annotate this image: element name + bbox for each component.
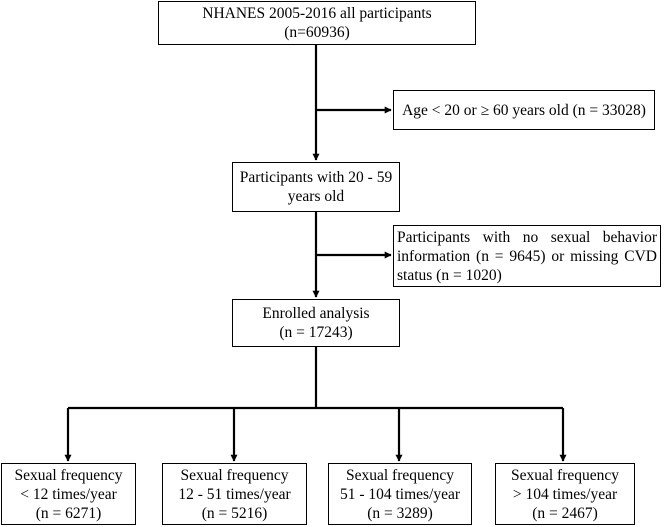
box-line: < 12 times/year — [20, 485, 117, 503]
box-line: Participants with 20 - 59 — [239, 169, 393, 186]
box-line: Sexual frequency — [345, 466, 455, 484]
box-line: information (n = 9645) or missing CVD — [397, 247, 657, 265]
box-group-3: Sexual frequency 51 - 104 times/year (n … — [328, 463, 472, 525]
box-line: Sexual frequency — [180, 466, 289, 484]
box-age-20-59: Participants with 20 - 59 years old — [232, 162, 400, 212]
box-group-1: Sexual frequency < 12 times/year (n = 62… — [1, 463, 136, 525]
box-line: 51 - 104 times/year — [339, 485, 461, 503]
box-line: (n = 2467) — [532, 504, 598, 522]
box-exclusion-sexual-behavior-cvd: Participants with no sexual behavior inf… — [393, 225, 661, 287]
box-line: 12 - 51 times/year — [178, 485, 291, 503]
box-enrolled-analysis: Enrolled analysis (n = 17243) — [232, 299, 400, 347]
box-line: Enrolled analysis — [262, 305, 370, 322]
box-line: (n=60936) — [284, 24, 350, 41]
box-line: Age < 20 or ≥ 60 years old (n = 33028) — [402, 101, 646, 119]
box-line: NHANES 2005-2016 all participants — [202, 5, 432, 22]
box-line: years old — [287, 188, 345, 205]
box-line: (n = 3289) — [367, 504, 433, 522]
box-line: (n = 17243) — [279, 324, 353, 341]
box-line: (n = 5216) — [201, 504, 268, 522]
box-exclusion-age: Age < 20 or ≥ 60 years old (n = 33028) — [393, 90, 655, 130]
box-group-4: Sexual frequency > 104 times/year (n = 2… — [495, 463, 635, 525]
box-line: (n = 6271) — [35, 504, 102, 522]
box-line: Sexual frequency — [14, 466, 123, 484]
box-line: status (n = 1020) — [397, 266, 502, 284]
box-line: Participants with no sexual behavior — [397, 228, 657, 246]
box-line: > 104 times/year — [512, 485, 618, 503]
box-all-participants: NHANES 2005-2016 all participants (n=609… — [158, 1, 476, 45]
box-line: Sexual frequency — [510, 466, 620, 484]
box-group-2: Sexual frequency 12 - 51 times/year (n =… — [162, 463, 307, 525]
